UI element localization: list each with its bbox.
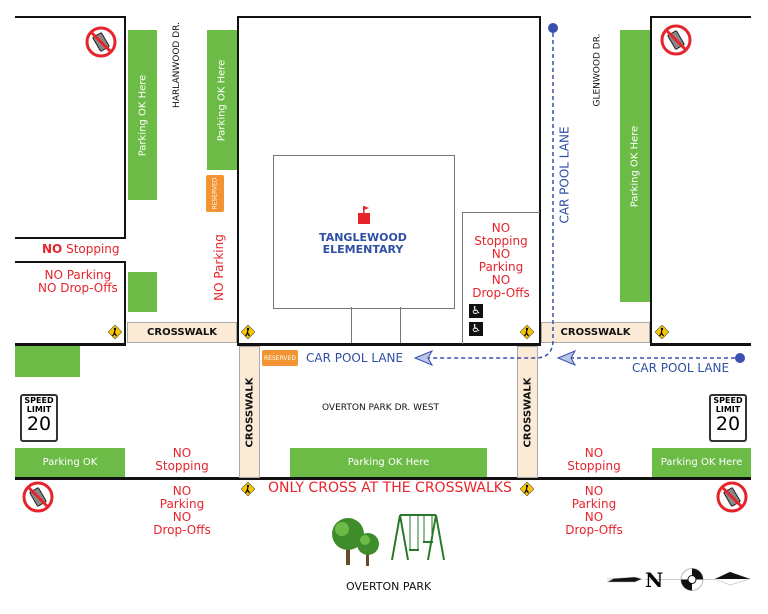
no-phone-icon (22, 481, 54, 513)
block-edge (15, 16, 126, 18)
crosswalk: CROSSWALK (517, 346, 538, 478)
restriction-text: NO Stopping (42, 242, 120, 256)
pedestrian-crossing-icon (520, 482, 534, 496)
no-phone-icon (660, 24, 692, 56)
block-edge (650, 343, 751, 346)
school-block-edge (237, 16, 239, 345)
block-edge (650, 16, 751, 18)
park-label: OVERTON PARK (346, 580, 432, 593)
wheelchair-icon: ♿ (469, 304, 483, 318)
parking-zone: Parking OK Here (207, 30, 237, 170)
block-edge (15, 237, 126, 239)
route-dashed-line (425, 33, 554, 359)
pedestrian-crossing-icon (520, 325, 534, 339)
car-pool-label: CAR POOL LANE (632, 361, 730, 375)
block-edge (15, 343, 126, 346)
parking-zone: Parking OK (15, 448, 125, 477)
route-arrow (413, 349, 434, 367)
pedestrian-crossing-icon (241, 325, 255, 339)
side-building (462, 212, 540, 344)
pedestrian-crossing-icon (108, 325, 122, 339)
wheelchair-icon: ♿ (469, 322, 483, 336)
park-edge (15, 477, 751, 480)
crosswalk: CROSSWALK (541, 322, 650, 343)
school-entrance (351, 307, 401, 343)
swing-set-icon (391, 514, 445, 561)
route-arrow (556, 349, 577, 367)
pedestrian-crossing-icon (241, 482, 255, 496)
route-start-dot (735, 353, 745, 363)
route-start-dot (548, 23, 558, 33)
crosswalk: CROSSWALK (127, 322, 237, 343)
trees-icon (332, 518, 379, 566)
crosswalk-warning: ONLY CROSS AT THE CROSSWALKS (268, 480, 512, 496)
school-block-edge (237, 343, 541, 346)
block-edge (124, 261, 126, 345)
restriction-text: NO Parking (211, 234, 226, 301)
no-phone-icon (85, 26, 117, 58)
street-label-overton-west: OVERTON PARK DR. WEST (322, 403, 439, 413)
block-edge (124, 16, 126, 238)
parking-zone (15, 346, 80, 377)
reserved-spot: RESERVED (206, 175, 224, 212)
car-pool-label: CAR POOL LANE (558, 126, 573, 224)
compass-north-label: N (645, 568, 664, 592)
car-pool-label: CAR POOL LANE (306, 351, 404, 365)
school-block-edge (237, 16, 541, 18)
parking-zone: Parking OK Here (128, 30, 157, 200)
block-edge (15, 261, 126, 263)
parking-zone: Parking OK Here (290, 448, 487, 477)
parking-zone (128, 272, 157, 312)
school-block-edge (539, 16, 541, 345)
parking-zone: Parking OK Here (620, 30, 650, 302)
flag-icon (358, 206, 370, 224)
no-phone-icon (716, 481, 748, 513)
compass-icon (606, 568, 751, 591)
crosswalk: CROSSWALK (239, 346, 260, 478)
parking-zone: Parking OK Here (652, 448, 751, 477)
pedestrian-crossing-icon (655, 325, 669, 339)
block-edge (650, 16, 652, 345)
school-building (273, 155, 455, 309)
reserved-spot: RESERVED (262, 350, 298, 366)
